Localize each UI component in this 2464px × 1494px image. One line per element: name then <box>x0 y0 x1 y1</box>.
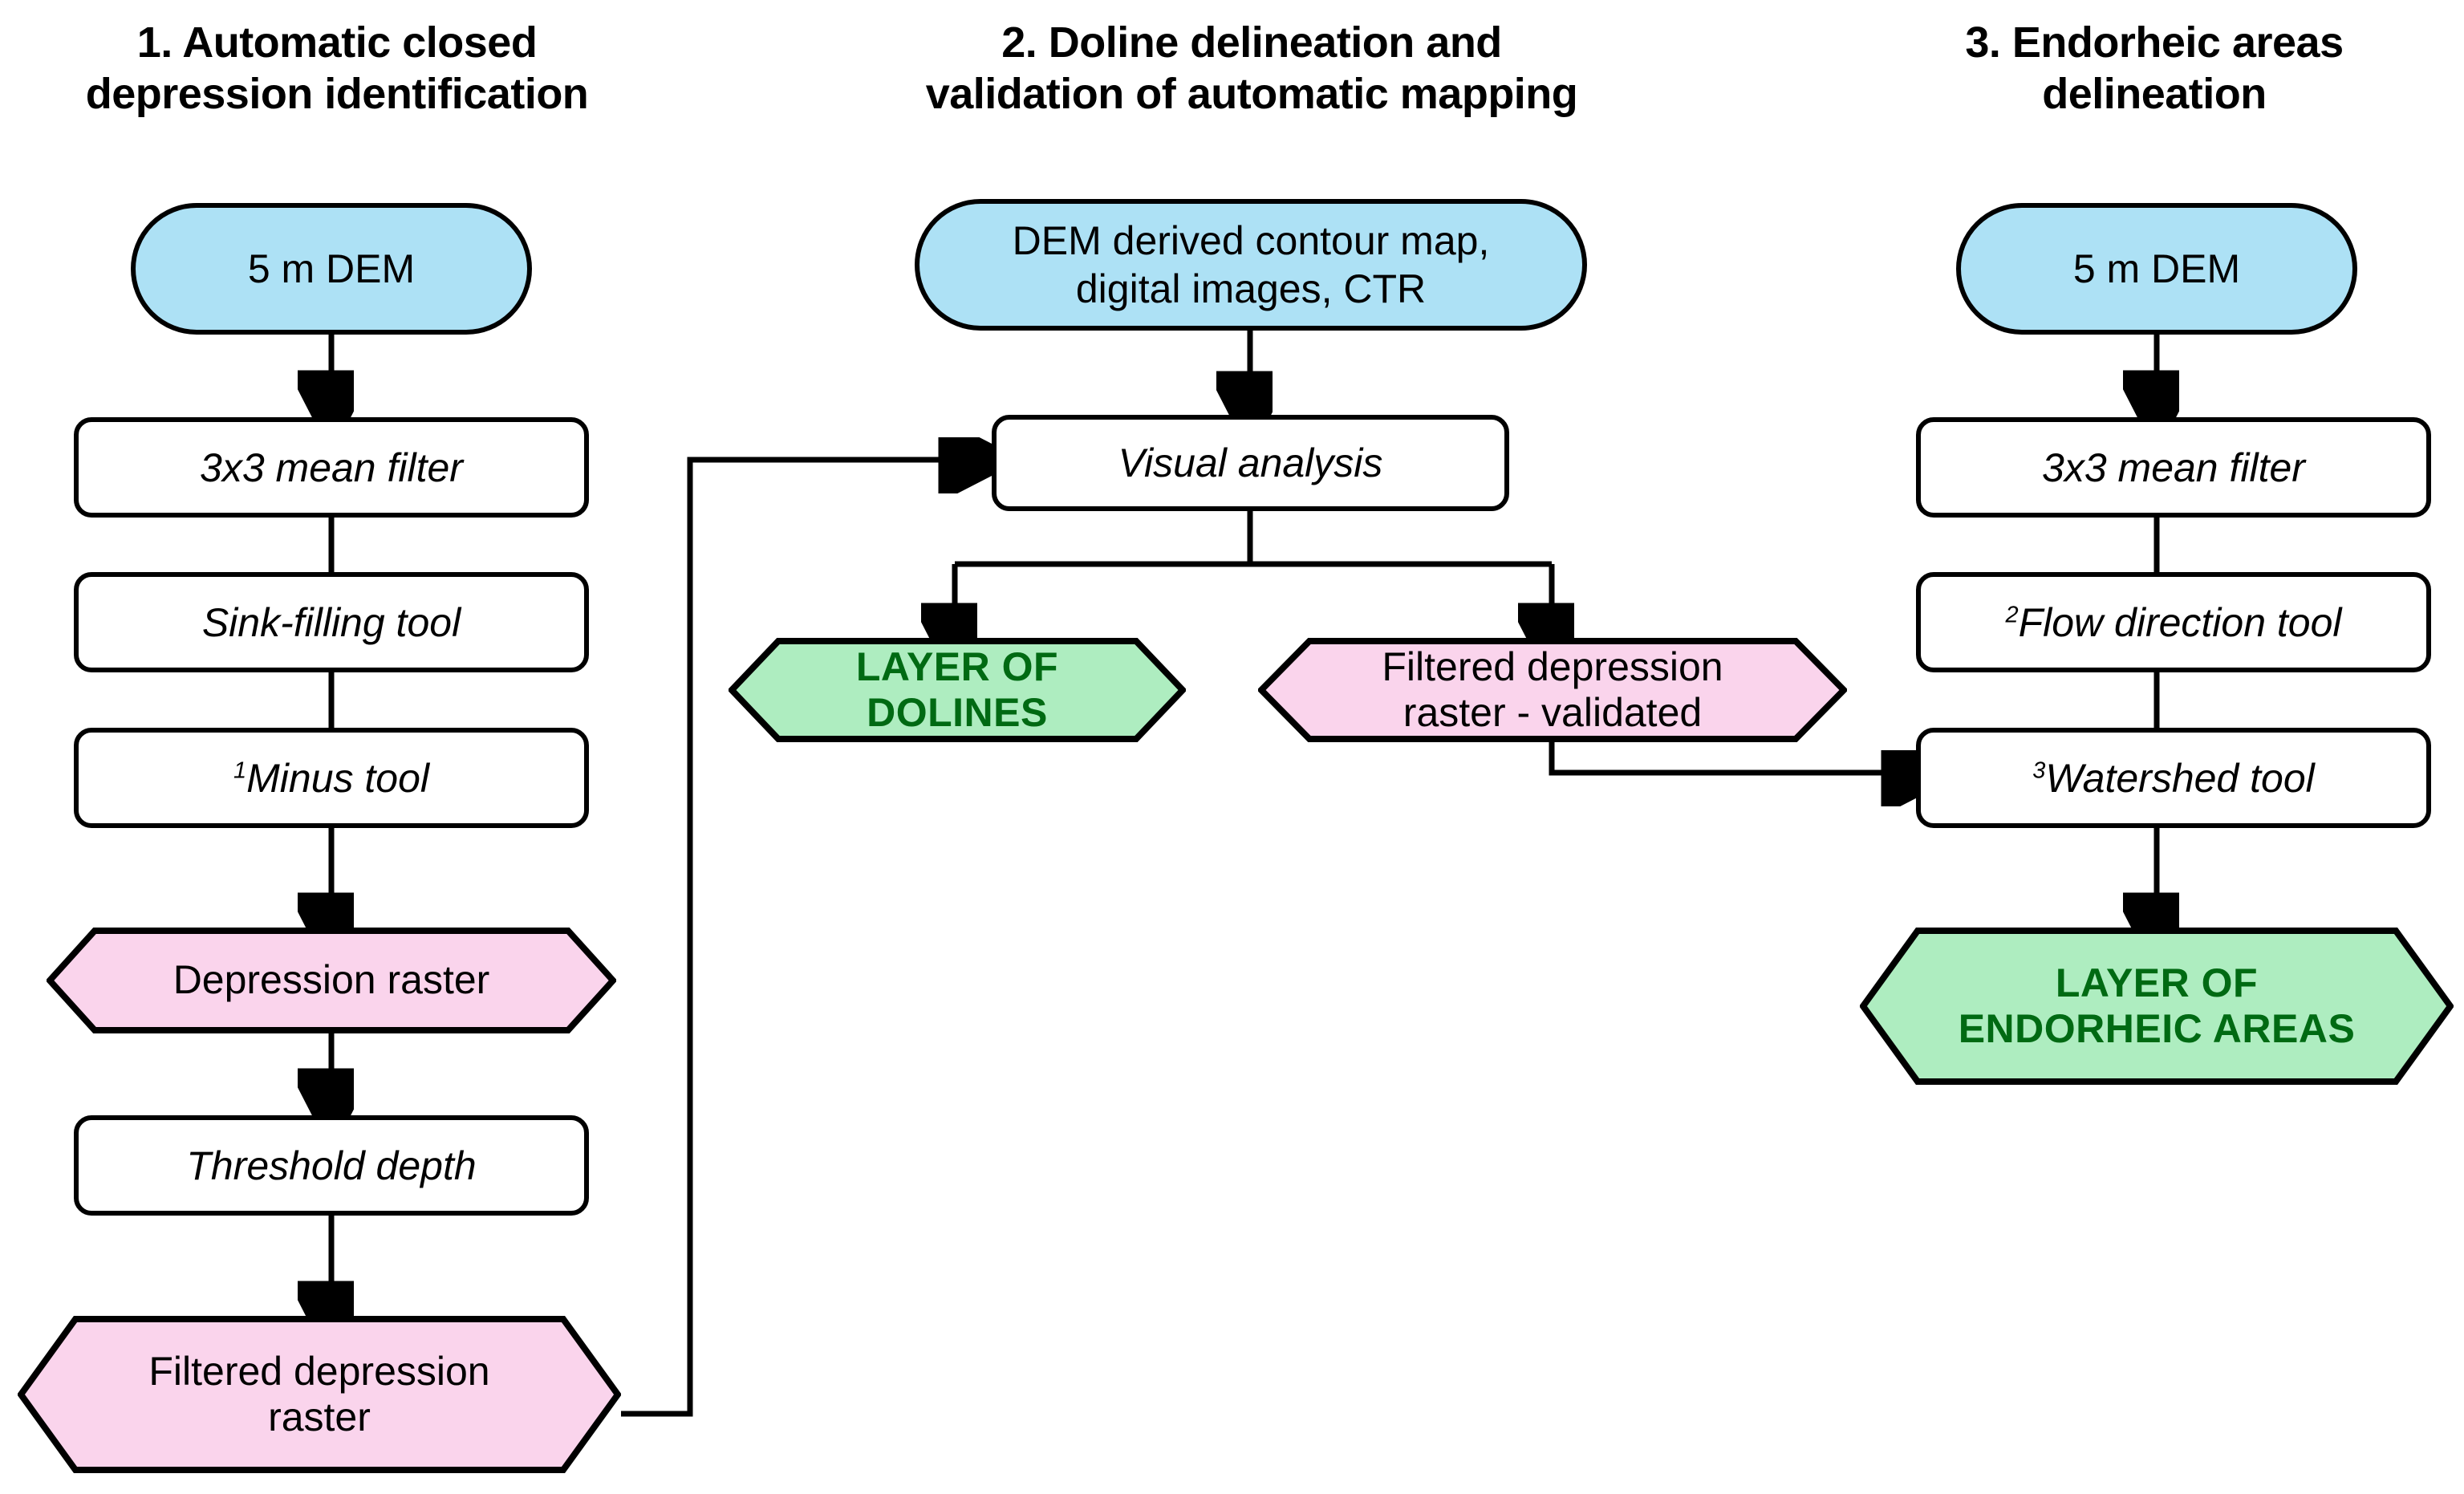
node-label: Flow direction tool <box>2018 599 2342 645</box>
node-watershed-tool[interactable]: 3Watershed tool <box>1916 728 2431 828</box>
footnote-marker-2: 2 <box>2005 601 2019 627</box>
node-label: 3x3 mean filter <box>200 445 463 490</box>
node-label: 5 m DEM <box>247 246 416 291</box>
node-label: Filtered depression raster <box>148 1348 490 1440</box>
node-label: Filtered depression raster - validated <box>1382 643 1723 736</box>
hexagon-shape <box>47 928 616 1033</box>
node-label: Sink-filling tool <box>201 599 461 645</box>
node-dem-derived-sources[interactable]: DEM derived contour map, digital images,… <box>915 199 1587 331</box>
node-label: 3x3 mean filter <box>2042 445 2305 490</box>
column-title-3: 3. Endorheic areas delineation <box>1965 18 2344 118</box>
node-filtered-depression-raster[interactable]: Filtered depression raster <box>18 1316 621 1473</box>
footnote-marker-3: 3 <box>2032 757 2046 783</box>
node-label: 5 m DEM <box>2072 246 2241 291</box>
node-label-wrap: 1Minus tool <box>233 754 429 802</box>
hexagon-shape <box>1860 928 2454 1085</box>
node-layer-of-dolines[interactable]: LAYER OF DOLINES <box>729 638 1186 742</box>
node-label: Watershed tool <box>2045 755 2315 801</box>
column-title-1: 1. Automatic closed depression identific… <box>85 18 589 118</box>
node-threshold-depth[interactable]: Threshold depth <box>74 1115 589 1216</box>
node-5m-dem-col3[interactable]: 5 m DEM <box>1956 203 2357 335</box>
node-layer-of-endorheic-areas[interactable]: LAYER OF ENDORHEIC AREAS <box>1860 928 2454 1085</box>
node-filtered-raster-validated[interactable]: Filtered depression raster - validated <box>1258 638 1847 742</box>
node-3x3-mean-filter-col3[interactable]: 3x3 mean filter <box>1916 417 2431 518</box>
node-label: Visual analysis <box>1118 440 1383 485</box>
node-label-wrap: 3Watershed tool <box>2032 754 2315 802</box>
node-label: Minus tool <box>246 755 430 801</box>
node-3x3-mean-filter-col1[interactable]: 3x3 mean filter <box>74 417 589 518</box>
node-label: LAYER OF ENDORHEIC AREAS <box>1958 960 2356 1052</box>
node-5m-dem-col1[interactable]: 5 m DEM <box>131 203 532 335</box>
node-label: LAYER OF DOLINES <box>855 643 1059 736</box>
node-label: DEM derived contour map, digital images,… <box>1012 218 1490 311</box>
hexagon-shape <box>1258 638 1847 742</box>
node-visual-analysis[interactable]: Visual analysis <box>992 415 1509 511</box>
column-title-2: 2. Doline delineation and validation of … <box>925 18 1578 118</box>
hexagon-shape <box>18 1316 621 1473</box>
footnote-marker-1: 1 <box>233 757 247 783</box>
connector-filteredvalidated-to-watershed <box>1549 742 1916 773</box>
node-minus-tool[interactable]: 1Minus tool <box>74 728 589 828</box>
node-label-wrap: 2Flow direction tool <box>2005 599 2341 647</box>
node-flow-direction-tool[interactable]: 2Flow direction tool <box>1916 572 2431 672</box>
node-depression-raster[interactable]: Depression raster <box>47 928 616 1033</box>
connector-filteredraster-to-visualanalysis <box>621 460 973 1417</box>
node-label: Threshold depth <box>186 1143 477 1188</box>
node-sink-filling-tool[interactable]: Sink-filling tool <box>74 572 589 672</box>
node-label: Depression raster <box>173 957 490 1003</box>
